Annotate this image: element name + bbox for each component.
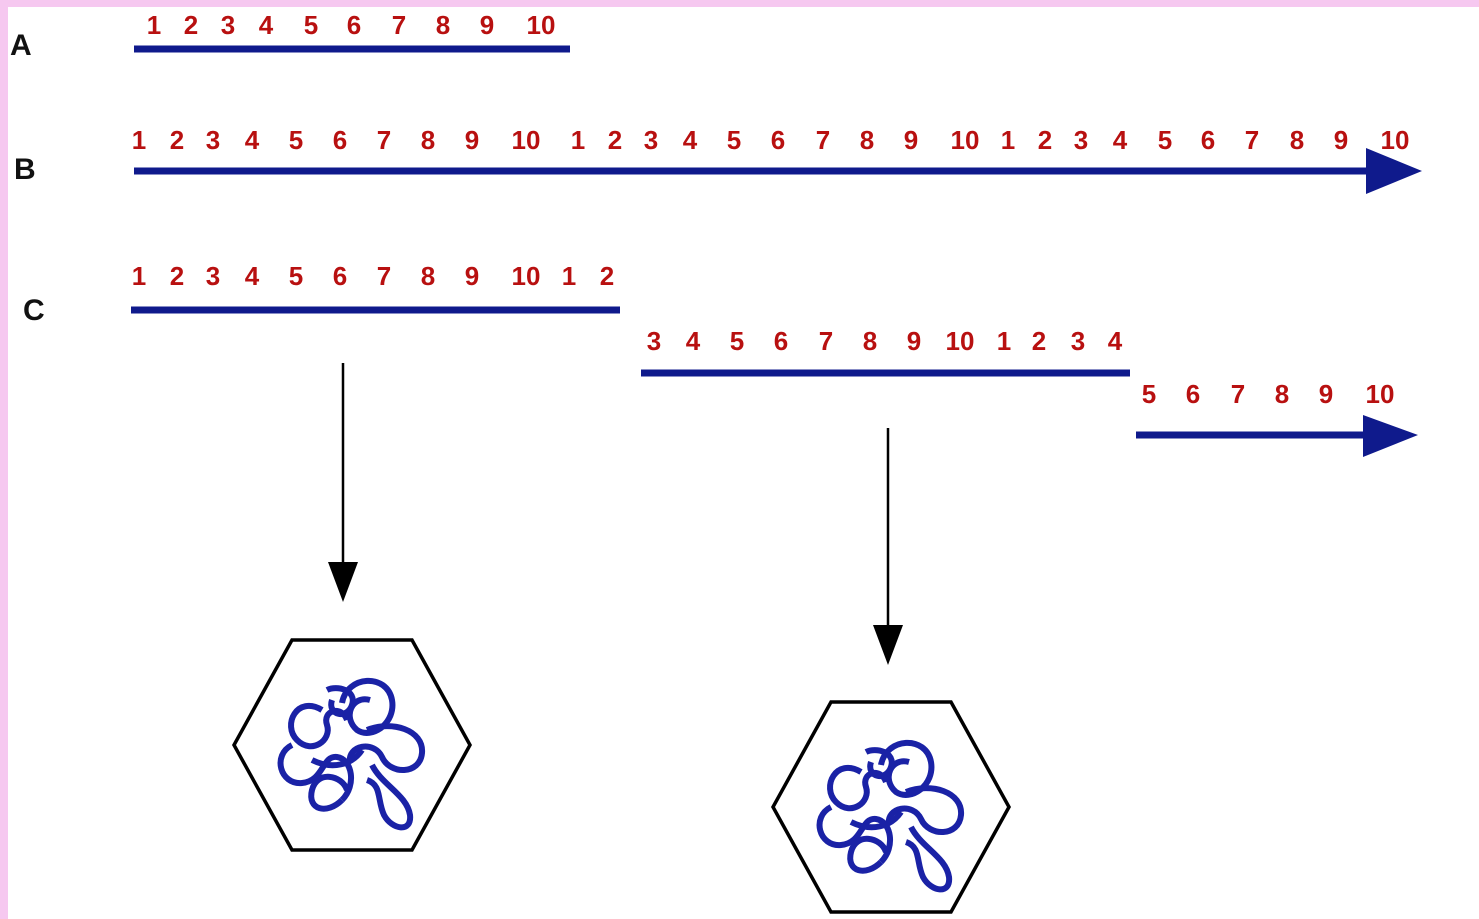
sequence-number: 8	[1275, 379, 1289, 409]
sequence-number: 9	[480, 10, 494, 40]
sequence-number: 10	[527, 10, 556, 40]
sequence-number: 8	[1290, 125, 1304, 155]
sequence-number: 2	[608, 125, 622, 155]
row-label-a: A	[10, 29, 32, 62]
row-b-arrowhead-icon	[1366, 148, 1422, 194]
sequence-number: 3	[206, 125, 220, 155]
row-c-arrowhead-icon	[1363, 415, 1418, 457]
sequence-number: 4	[683, 125, 698, 155]
sequence-number: 9	[465, 125, 479, 155]
sequence-number: 6	[1186, 379, 1200, 409]
coiled-genome-icon	[277, 677, 426, 831]
coiled-genome-icon	[816, 739, 965, 893]
sequence-number: 2	[170, 261, 184, 291]
sequence-number: 6	[774, 326, 788, 356]
sequence-number: 2	[1038, 125, 1052, 155]
sequence-number: 6	[347, 10, 361, 40]
hexagon-capsid-icon	[771, 700, 1011, 914]
sequence-number: 6	[771, 125, 785, 155]
hexagon-capsid-icon	[232, 638, 472, 852]
sequence-number: 2	[184, 10, 198, 40]
arrow-down-icon	[328, 363, 358, 602]
sequence-number: 1	[571, 125, 585, 155]
sequence-number: 1	[997, 326, 1011, 356]
sequence-number: 9	[907, 326, 921, 356]
sequence-number: 8	[863, 326, 877, 356]
sequence-number: 3	[1071, 326, 1085, 356]
sequence-number: 3	[221, 10, 235, 40]
sequence-number: 4	[1113, 125, 1128, 155]
sequence-number: 3	[206, 261, 220, 291]
sequence-number: 1	[1001, 125, 1015, 155]
sequence-number: 4	[686, 326, 701, 356]
sequence-number: 1	[132, 261, 146, 291]
sequence-number: 7	[377, 125, 391, 155]
sequence-number: 7	[392, 10, 406, 40]
arrow-down-icon	[873, 428, 903, 665]
sequence-number: 10	[512, 261, 541, 291]
sequence-number: 5	[304, 10, 318, 40]
sequence-number: 4	[259, 10, 274, 40]
sequence-number: 2	[600, 261, 614, 291]
sequence-number: 7	[816, 125, 830, 155]
sequence-number: 1	[132, 125, 146, 155]
sequence-number: 8	[421, 125, 435, 155]
sequence-number: 3	[644, 125, 658, 155]
sequence-number: 6	[333, 125, 347, 155]
sequence-number: 9	[1334, 125, 1348, 155]
sequence-number: 2	[170, 125, 184, 155]
sequence-number: 10	[1381, 125, 1410, 155]
sequence-number: 9	[1319, 379, 1333, 409]
sequence-number: 10	[951, 125, 980, 155]
sequence-number: 4	[1108, 326, 1123, 356]
sequence-number: 8	[436, 10, 450, 40]
sequence-number: 4	[245, 261, 260, 291]
sequence-number: 4	[245, 125, 260, 155]
sequence-number: 6	[1201, 125, 1215, 155]
sequence-number: 2	[1032, 326, 1046, 356]
sequence-number: 8	[421, 261, 435, 291]
sequence-number: 10	[512, 125, 541, 155]
sequence-number: 1	[147, 10, 161, 40]
sequence-number: 8	[860, 125, 874, 155]
sequence-number: 7	[377, 261, 391, 291]
sequence-number: 7	[1245, 125, 1259, 155]
sequence-number: 5	[289, 125, 303, 155]
sequence-number: 7	[1231, 379, 1245, 409]
sequence-number: 10	[946, 326, 975, 356]
sequence-number: 5	[1158, 125, 1172, 155]
sequence-number: 5	[730, 326, 744, 356]
row-label-c: C	[23, 294, 45, 327]
sequence-number: 5	[1142, 379, 1156, 409]
sequence-number: 10	[1366, 379, 1395, 409]
sequence-number: 5	[727, 125, 741, 155]
sequence-number: 7	[819, 326, 833, 356]
sequence-number: 6	[333, 261, 347, 291]
row-label-b: B	[14, 153, 36, 186]
sequence-number: 9	[465, 261, 479, 291]
sequence-number: 3	[647, 326, 661, 356]
sequence-number: 1	[562, 261, 576, 291]
sequence-number: 9	[904, 125, 918, 155]
sequence-number: 5	[289, 261, 303, 291]
sequence-number: 3	[1074, 125, 1088, 155]
